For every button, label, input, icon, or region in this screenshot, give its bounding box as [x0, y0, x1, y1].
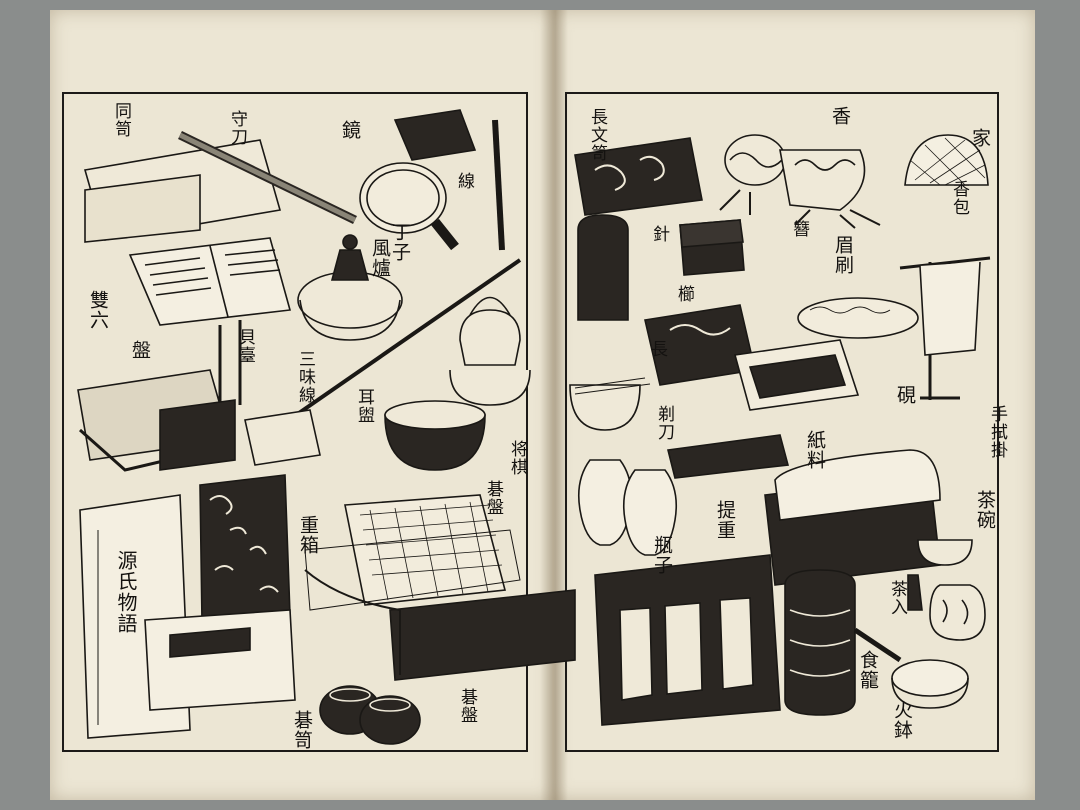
label-kamisori: 剃刀 — [654, 405, 674, 441]
label-goban2: 碁盤 — [457, 688, 477, 724]
label-choji: 丁子 — [389, 222, 411, 262]
label-sagejubako: 提重 — [714, 500, 736, 540]
label-hei: 瓶子 — [651, 535, 673, 575]
label-mamorigatana: 守刀 — [227, 110, 247, 146]
label-kaya: 家 — [969, 128, 991, 148]
label-kagami: 鏡 — [339, 120, 361, 140]
label-kaioke: 貝臺 — [235, 328, 255, 364]
label-chawan: 茶碗 — [974, 490, 996, 530]
label-tenugui: 手拭掛 — [987, 405, 1007, 459]
left-frame — [62, 92, 528, 752]
label-nagabako: 長文笥 — [587, 108, 607, 162]
label-mimidarai: 耳盥 — [354, 388, 374, 424]
label-jubako: 重箱 — [297, 515, 319, 555]
book-gutter — [540, 10, 568, 800]
label-nagakushi: 長 — [647, 340, 667, 358]
woodblock-illustration — [77, 109, 991, 745]
label-kanzashi: 簪 — [789, 220, 809, 238]
label-sugoroku: 雙六 — [87, 290, 109, 330]
label-kushi: 櫛 — [674, 285, 694, 303]
label-ko: 香 — [829, 106, 851, 126]
label-shamisen: 三味線 — [295, 350, 315, 404]
label-suzuri: 硯 — [894, 385, 916, 405]
label-ban: 盤 — [129, 340, 151, 360]
label-shoji: 将棋 — [507, 440, 527, 476]
right-frame — [565, 92, 999, 752]
label-jikiro: 食籠 — [857, 650, 879, 690]
label-furo: 風爐 — [369, 238, 391, 278]
label-dodo: 同笥 — [111, 102, 131, 138]
label-gokei: 碁笥 — [291, 710, 313, 750]
label-mayu: 眉刷 — [832, 235, 854, 275]
label-kinsen: 線 — [454, 172, 474, 190]
label-koubako: 香包 — [949, 180, 969, 216]
label-shogiban: 碁盤 — [483, 480, 503, 516]
label-kamikire: 紙料 — [804, 430, 826, 470]
book-spread: 同笥 守刀 鏡 線 丁子 風爐 雙六 盤 貝臺 三味線 耳盥 将棋 碁盤 重箱 … — [50, 10, 1035, 800]
label-hibachi: 火鉢 — [891, 700, 913, 740]
label-chaire: 茶入 — [887, 580, 907, 616]
genji-box-title: 源氏物語 — [114, 550, 138, 634]
label-hari: 針 — [649, 225, 669, 243]
